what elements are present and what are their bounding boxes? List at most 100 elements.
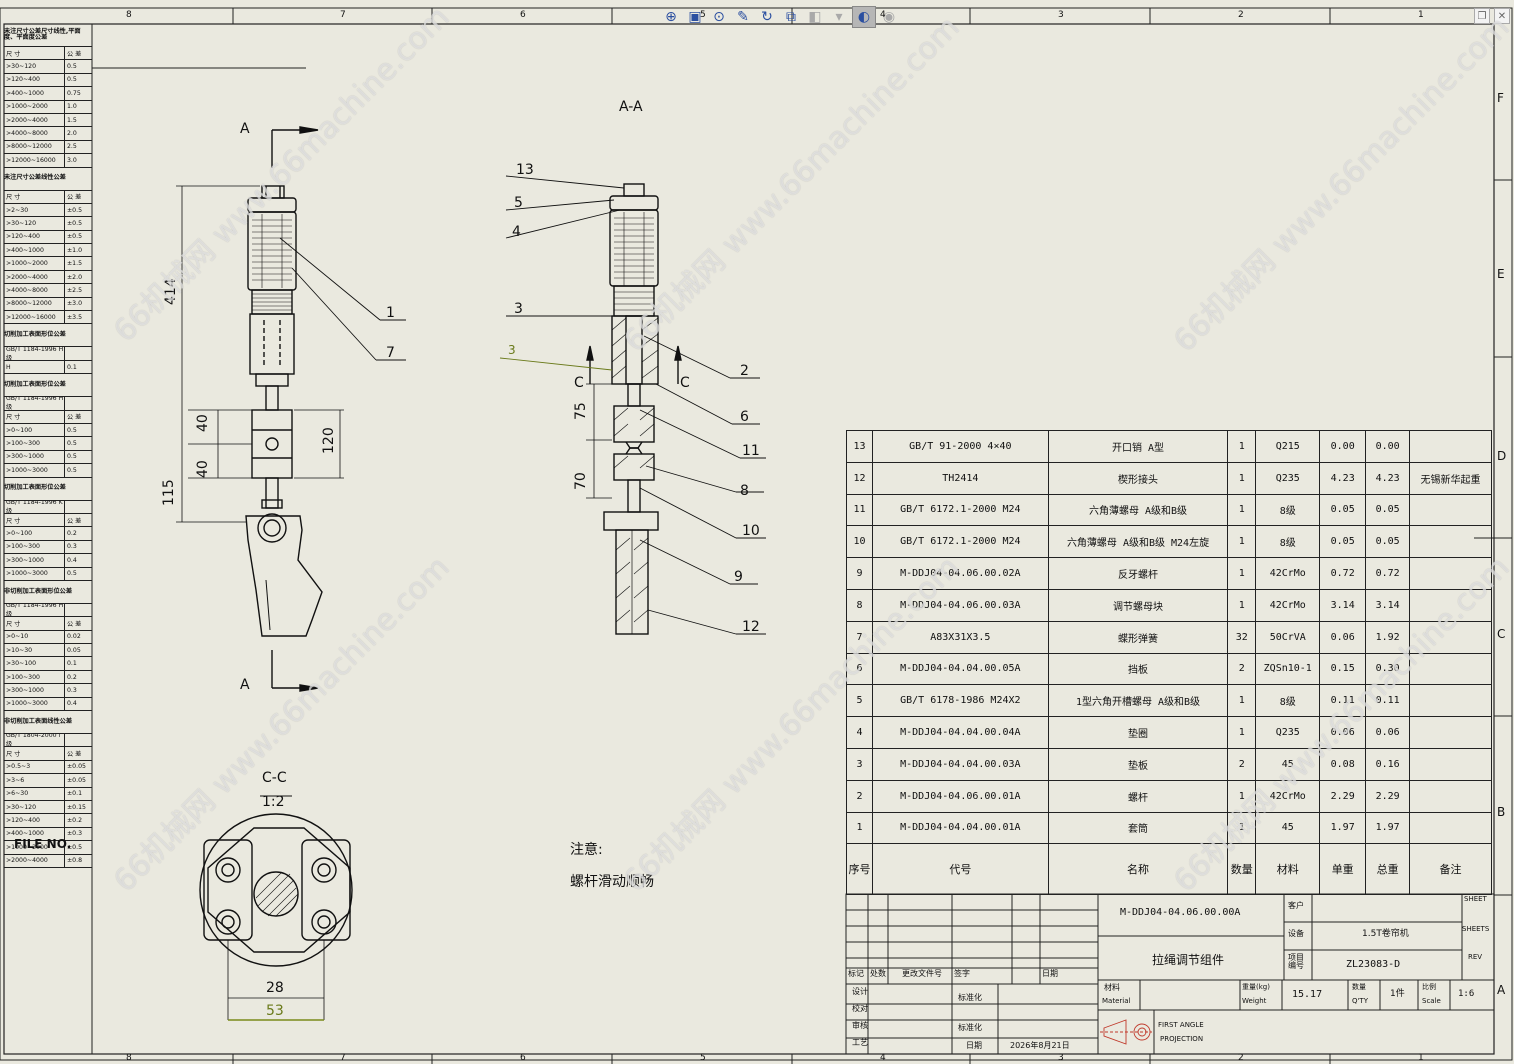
appearance-icon[interactable]: ◐ [852,6,876,28]
zone-right-label: C [1497,627,1506,641]
zone-bottom-label: 8 [126,1053,132,1063]
zoom-in-out-icon[interactable]: ⊙ [713,9,725,25]
zone-bottom-label: 7 [340,1053,346,1063]
balloon-3: 3 [514,301,523,317]
tolerance-range: >30~120 [4,800,65,814]
tolerance-range: >0~10 [4,630,65,644]
std2-label: 标准化 [958,1023,982,1032]
tolerance-value: 0.2 [67,673,77,681]
zone-top-label: 1 [1418,10,1424,20]
drawing-name: 拉绳调节组件 [1152,953,1225,967]
tolerance-value: ±0.2 [67,817,83,825]
tolerance-range: >120~400 [4,73,65,87]
zone-right-label: E [1497,267,1505,281]
bom-cell-no: 11 [846,493,873,527]
tolerance-range: 尺 寸 [4,410,65,423]
project-label: 项目编号 [1288,953,1304,970]
tolerance-heading: 切削加工表面形位公差 [4,380,66,388]
sketch-icon[interactable]: ✎ [737,9,749,25]
bom-cell-code: GB/T 6172.1-2000 M24 [871,493,1049,527]
tolerance-heading: 未注尺寸公差线性公差 [4,174,66,182]
customer-label: 客户 [1288,901,1304,910]
tolerance-range: GB/T 1184-1996 K级 [4,500,65,513]
bom-cell-remark [1409,716,1492,749]
bom-cell-unit: 0.06 [1319,620,1367,654]
bom-header-mat: 材料 [1255,843,1321,896]
tolerance-row: >6~30±0.1 [4,787,92,801]
bom-cell-name: 开口销 A型 [1047,430,1229,463]
projection-label: FIRST ANGLE [1158,1021,1204,1029]
view-orientation-icon[interactable]: ⧉ [786,9,796,25]
drawing-number: M-DDJ04-04.06.00.00A [1120,907,1241,918]
tolerance-range: >1000~2000 [4,100,65,113]
qty-label: 数量 [1352,983,1366,991]
bom-cell-name: 垫圈 [1047,716,1229,749]
zoom-area-icon[interactable]: ▣ [688,9,702,25]
bom-cell-unit: 2.29 [1319,779,1367,813]
tolerance-value: ±1.0 [67,246,83,254]
hide-show-icon[interactable]: ▾ [835,9,843,25]
tolerance-row: GB/T 1184-1996 H级 [4,347,92,361]
tolerance-value: 公 差 [67,414,82,422]
tolerance-row: 尺 寸公 差 [4,410,92,424]
restore-icon[interactable]: ❐ [1474,8,1490,24]
tolerance-row: >120~400±0.2 [4,814,92,828]
zoom-to-fit-icon[interactable]: ⊕ [665,9,677,25]
tolerance-row: >30~120±0.15 [4,800,92,815]
tolerance-row: GB/T 1804-2000 f级 [4,734,92,748]
bom-cell-qty: 1 [1227,430,1257,463]
bom-header-name: 名称 [1047,843,1229,896]
bom-cell-unit: 3.14 [1319,588,1367,622]
tolerance-range: >4000~8000 [4,127,65,140]
sheet-label: SHEET [1464,895,1487,903]
display-style-icon[interactable]: ◧ [808,9,822,25]
bom-cell-unit: 0.06 [1319,716,1367,749]
bom-cell-unit: 1.97 [1319,811,1367,845]
rotate-icon[interactable]: ↻ [761,9,773,25]
tolerance-row: 尺 寸公 差 [4,47,92,61]
tolerance-value: 0.5 [67,466,77,474]
bom-cell-total: 0.30 [1365,652,1411,686]
tolerance-range: >1000~2000 [4,841,65,854]
tolerance-value: ±1.5 [67,260,83,268]
projection-label-2: PROJECTION [1160,1035,1204,1043]
bom-cell-qty: 1 [1227,557,1257,590]
bom-cell-no: 6 [846,652,873,686]
bom-cell-code: M-DDJ04-04.06.00.01A [871,779,1049,813]
tolerance-range: >400~1000 [4,87,65,100]
zone-bottom-label: 1 [1418,1053,1424,1063]
zone-top-label: 4 [880,10,886,20]
bom-cell-mat: Q235 [1255,716,1321,749]
qty-en-label: Q'TY [1352,997,1368,1005]
tolerance-heading: 非切削加工表面形位公差 [4,587,73,595]
balloon-6: 6 [740,409,749,425]
tolerance-value: 2.0 [67,130,77,138]
bom-cell-no: 13 [846,430,873,463]
balloon-8: 8 [740,483,749,499]
close-icon[interactable]: ✕ [1494,8,1510,24]
tolerance-row: >4000~8000±2.5 [4,284,92,298]
bom-cell-name: 挡板 [1047,652,1229,686]
bom-cell-no: 10 [846,525,873,559]
tolerance-range: >300~1000 [4,554,65,567]
tolerance-row: >2000~4000±0.8 [4,854,92,868]
tolerance-row: >400~1000±0.3 [4,827,92,842]
tolerance-row: 尺 寸公 差 [4,190,92,204]
project-value: ZL23083-D [1346,959,1401,970]
tolerance-value: 公 差 [67,517,82,525]
scene-icon[interactable]: ◉ [882,9,896,25]
dim-40-lower: 40 [195,460,211,478]
tolerance-heading: 切削加工表面形位公差 [4,484,66,492]
zone-right-label: D [1497,449,1507,463]
tolerance-range: >30~120 [4,217,65,230]
